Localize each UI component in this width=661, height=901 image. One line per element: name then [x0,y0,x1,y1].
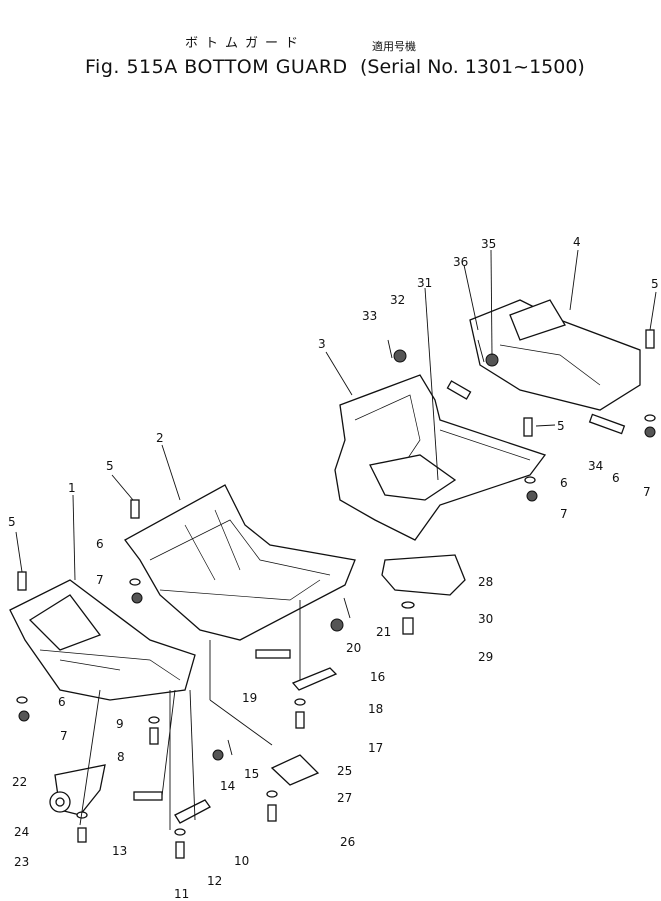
callout-34: 34 [588,459,603,473]
title-kana: ボトムガード [185,36,306,51]
callout-7b: 7 [96,573,104,587]
callout-1: 1 [68,481,76,495]
callout-23: 23 [14,855,29,869]
callout-31: 31 [417,276,432,290]
part-22-bracket [49,764,106,816]
serial-range: (Serial No. 1301~1500) [360,56,585,78]
callout-17: 17 [368,741,383,755]
callout-24: 24 [14,825,29,839]
part-1-front-guard [9,579,196,701]
callout-15: 15 [244,767,259,781]
callout-14: 14 [220,779,235,793]
callout-22: 22 [12,775,27,789]
callout-30: 30 [478,612,493,626]
applicability-label: 適用号機 [372,40,416,53]
part-3-rear-guard [334,374,547,541]
callout-6d: 6 [612,471,620,485]
callout-21: 21 [376,625,391,639]
callout-20: 20 [346,641,361,655]
callout-32: 32 [390,293,405,307]
callout-8: 8 [117,750,125,764]
part-4-top-guard [469,299,641,411]
callout-labels: 1 2 3 4 5 5 5 5 6 6 6 6 7 7 7 7 8 9 10 1… [8,235,659,901]
callout-5c: 5 [557,419,565,433]
callout-33: 33 [362,309,377,323]
callout-4: 4 [573,235,581,249]
callout-35: 35 [481,237,496,251]
part-28-plate [381,554,466,596]
callout-6b: 6 [96,537,104,551]
callout-6c: 6 [560,476,568,490]
callout-11: 11 [174,887,189,901]
callout-2: 2 [156,431,164,445]
callout-27: 27 [337,791,352,805]
leader-lines [15,249,657,830]
callout-25: 25 [337,764,352,778]
callout-29: 29 [478,650,493,664]
callout-28: 28 [478,575,493,589]
callout-5b: 5 [106,459,114,473]
callout-9: 9 [116,717,124,731]
figure-title: Fig. 515A BOTTOM GUARD [85,56,348,78]
callout-5a: 5 [8,515,16,529]
hardware [16,329,656,859]
part-2-middle-guard [124,484,356,641]
part-10-strap [174,799,211,824]
diagram-header: ボトムガード Fig. 515A BOTTOM GUARD 適用号機 (Seri… [0,0,661,90]
callout-12: 12 [207,874,222,888]
callout-26: 26 [340,835,355,849]
callout-7c: 7 [560,507,568,521]
callout-36: 36 [453,255,468,269]
callout-7a: 7 [60,729,68,743]
callout-10: 10 [234,854,249,868]
callout-18: 18 [368,702,383,716]
callout-19: 19 [242,691,257,705]
callout-7d: 7 [643,485,651,499]
callout-3: 3 [318,337,326,351]
part-25-small-plate [270,754,320,786]
callout-16: 16 [370,670,385,684]
callout-6a: 6 [58,695,66,709]
callout-5d: 5 [651,277,659,291]
callout-13: 13 [112,844,127,858]
part-16-strap [291,667,338,691]
